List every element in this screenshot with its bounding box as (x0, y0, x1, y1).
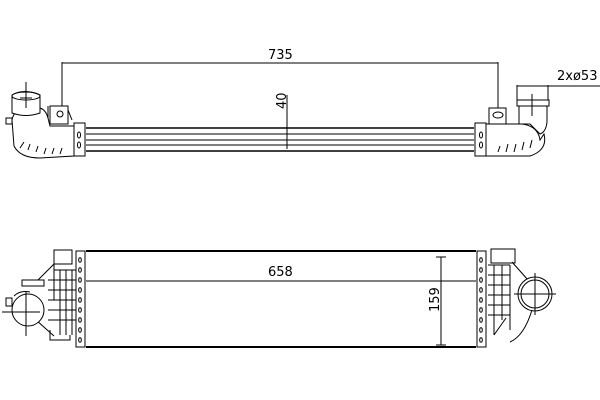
core-height-label: 159 (428, 287, 443, 312)
core-thickness-label: 40 (275, 92, 290, 109)
core-tubes-top (86, 127, 474, 152)
left-header-front (2, 249, 86, 348)
dimension-overall-length: 735 (61, 48, 499, 112)
dimension-core-height: 159 (428, 256, 446, 346)
dimension-port-diameter: 2xø53 (516, 69, 600, 102)
port-diameter-label: 2xø53 (557, 69, 597, 84)
top-view: 735 40 2xø53 (5, 48, 600, 159)
core-front (86, 250, 476, 348)
right-header-front (476, 248, 556, 348)
core-length-label: 658 (268, 265, 293, 280)
front-view: 658 159 (2, 248, 556, 348)
overall-length-label: 735 (268, 48, 293, 63)
right-end-tank-top (474, 94, 550, 157)
dimension-core-thickness: 40 (275, 92, 290, 149)
left-end-tank-top (5, 82, 86, 159)
